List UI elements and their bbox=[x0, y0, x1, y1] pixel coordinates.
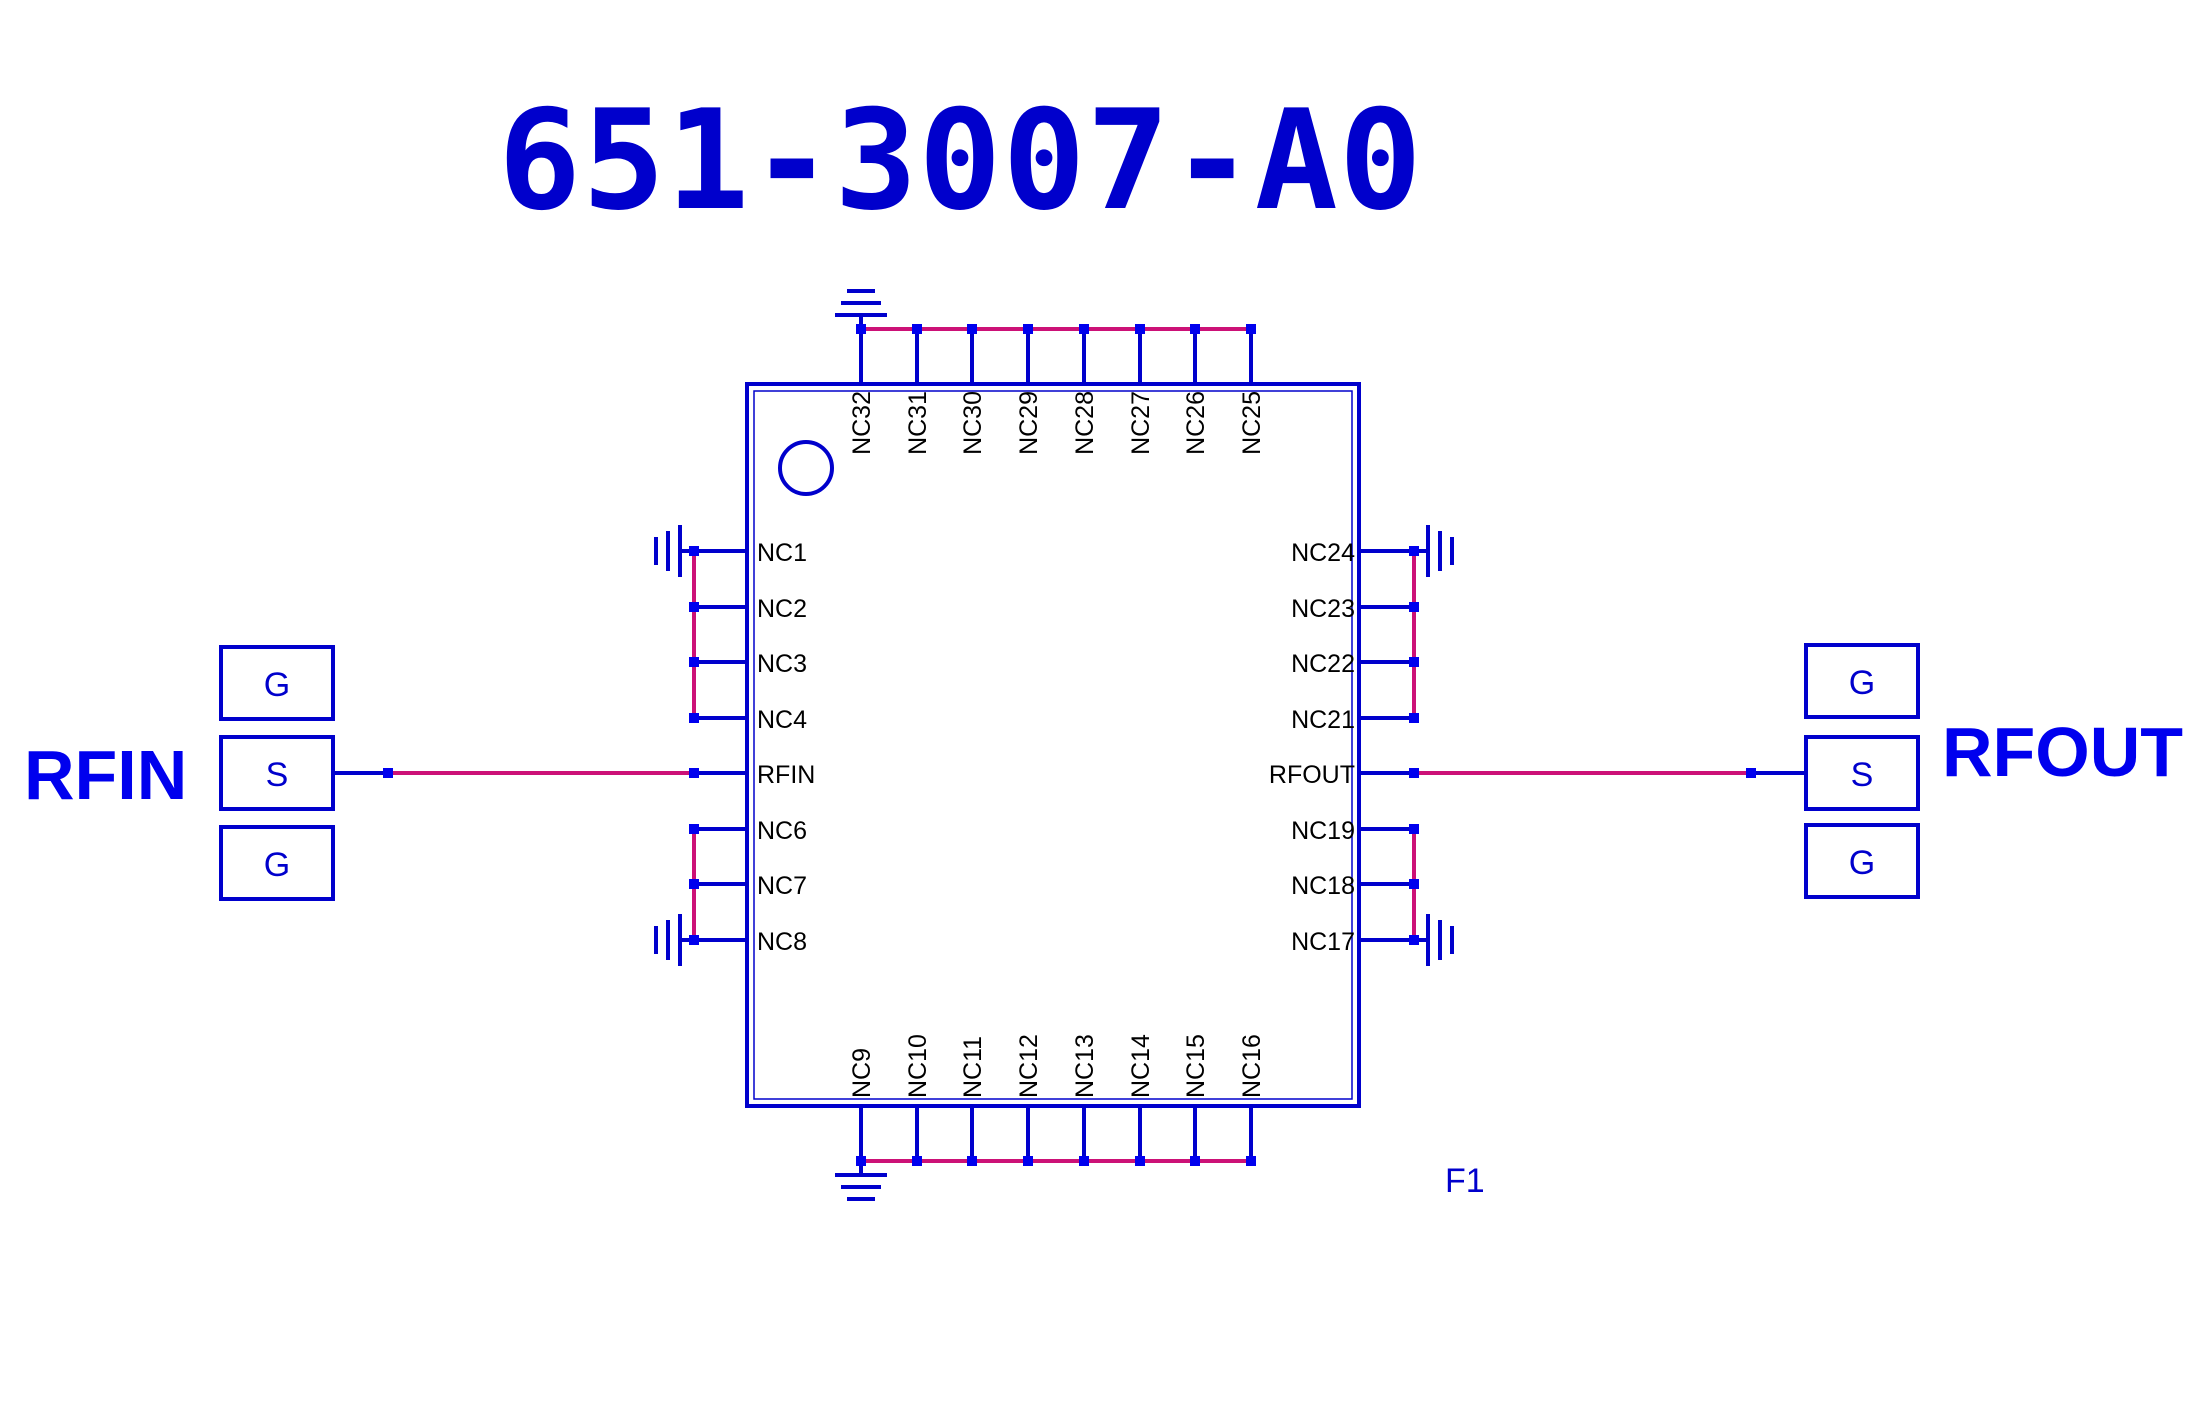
bottom-pin-label-nc14: NC14 bbox=[1127, 1034, 1155, 1098]
rfin-pad-label-2: G bbox=[264, 846, 290, 884]
rfout-pad-label-1: S bbox=[1851, 756, 1874, 794]
right-pin-node bbox=[1409, 879, 1419, 889]
pin1-marker bbox=[778, 440, 834, 496]
bottom-pin-label-nc11: NC11 bbox=[959, 1036, 987, 1098]
top-pin-node bbox=[967, 324, 977, 334]
reference-designator: F1 bbox=[1445, 1162, 1485, 1200]
left-pin-label-nc7: NC7 bbox=[757, 872, 807, 900]
ground-symbol-bottom bbox=[835, 1161, 887, 1201]
top-pin-label-nc29: NC29 bbox=[1015, 391, 1043, 455]
rfout-pad-label-2: G bbox=[1849, 844, 1875, 882]
right-pin-label-nc22: NC22 bbox=[1291, 650, 1355, 678]
top-pin-node bbox=[1246, 324, 1256, 334]
rfin-pad-label-1: S bbox=[266, 756, 289, 794]
right-pin-label-nc17: NC17 bbox=[1291, 928, 1355, 956]
left-pin-label-rfin: RFIN bbox=[757, 761, 815, 789]
rfout-pad-label-0: G bbox=[1849, 664, 1875, 702]
left-pin-node bbox=[689, 657, 699, 667]
right-pin-node bbox=[1409, 935, 1419, 945]
right-pin-node bbox=[1409, 713, 1419, 723]
left-pin-label-nc8: NC8 bbox=[757, 928, 807, 956]
left-pin-node bbox=[689, 546, 699, 556]
top-pin-label-nc30: NC30 bbox=[959, 391, 987, 455]
right-pin-label-nc23: NC23 bbox=[1291, 595, 1355, 623]
top-pin-node bbox=[912, 324, 922, 334]
left-pin-label-nc1: NC1 bbox=[757, 539, 807, 567]
bottom-pin-node bbox=[1246, 1156, 1256, 1166]
bottom-pin-node bbox=[967, 1156, 977, 1166]
top-pin-label-nc31: NC31 bbox=[904, 391, 932, 455]
rfin-port-label: RFIN bbox=[24, 736, 188, 814]
left-pin-node bbox=[689, 602, 699, 612]
right-pin-label-rfout: RFOUT bbox=[1269, 761, 1355, 789]
rfout-port-node bbox=[1746, 768, 1756, 778]
right-pin-node bbox=[1409, 824, 1419, 834]
bottom-pin-label-nc15: NC15 bbox=[1182, 1034, 1210, 1098]
ground-symbol-left-lower bbox=[654, 914, 694, 966]
bottom-pin-label-nc13: NC13 bbox=[1071, 1034, 1099, 1098]
right-pin-label-nc18: NC18 bbox=[1291, 872, 1355, 900]
top-pin-node bbox=[1079, 324, 1089, 334]
wires-layer bbox=[388, 327, 1751, 1163]
left-pin-node bbox=[689, 935, 699, 945]
bottom-pin-node bbox=[1079, 1156, 1089, 1166]
chip-body-inner-outline bbox=[753, 390, 1353, 1100]
bottom-pin-node bbox=[1135, 1156, 1145, 1166]
right-pin-node bbox=[1409, 602, 1419, 612]
rfin-pad-label-0: G bbox=[264, 666, 290, 704]
top-pin-node bbox=[856, 324, 866, 334]
part-number-title: 651-3007-A0 bbox=[498, 80, 1423, 241]
left-pin-label-nc2: NC2 bbox=[757, 595, 807, 623]
component-layer bbox=[219, 289, 1920, 1201]
ground-symbol-right-lower bbox=[1414, 914, 1454, 966]
top-pin-label-nc26: NC26 bbox=[1182, 391, 1210, 455]
top-pin-label-nc25: NC25 bbox=[1238, 391, 1266, 455]
nodes-layer bbox=[383, 324, 1756, 1166]
text-layer: NC1NC2NC3NC4RFINNC6NC7NC8NC24NC23NC22NC2… bbox=[264, 391, 1875, 1200]
left-pin-node bbox=[689, 824, 699, 834]
bottom-pin-label-nc16: NC16 bbox=[1238, 1034, 1266, 1098]
top-pin-label-nc32: NC32 bbox=[848, 391, 876, 455]
left-pin-label-nc4: NC4 bbox=[757, 706, 807, 734]
top-pin-label-nc27: NC27 bbox=[1127, 391, 1155, 455]
bottom-pin-label-nc10: NC10 bbox=[904, 1034, 932, 1098]
rfin-pad-2 bbox=[219, 825, 335, 901]
ground-symbol-right-upper bbox=[1414, 525, 1454, 577]
top-pin-node bbox=[1190, 324, 1200, 334]
right-pin-node bbox=[1409, 768, 1419, 778]
ground-symbol-top bbox=[835, 289, 887, 329]
rfin-pad-0 bbox=[219, 645, 335, 721]
bottom-pin-label-nc12: NC12 bbox=[1015, 1034, 1043, 1098]
left-pin-label-nc3: NC3 bbox=[757, 650, 807, 678]
rfout-pad-0 bbox=[1804, 643, 1920, 719]
bottom-pin-node bbox=[1190, 1156, 1200, 1166]
bottom-pin-node bbox=[856, 1156, 866, 1166]
top-pin-node bbox=[1135, 324, 1145, 334]
rfin-port-node bbox=[383, 768, 393, 778]
right-pin-label-nc19: NC19 bbox=[1291, 817, 1355, 845]
left-pin-label-nc6: NC6 bbox=[757, 817, 807, 845]
chip-body-outline bbox=[745, 382, 1361, 1108]
right-pin-node bbox=[1409, 657, 1419, 667]
bottom-pin-node bbox=[912, 1156, 922, 1166]
left-pin-node bbox=[689, 713, 699, 723]
rfout-port-label: RFOUT bbox=[1942, 713, 2184, 791]
right-pin-label-nc21: NC21 bbox=[1291, 706, 1355, 734]
top-pin-node bbox=[1023, 324, 1033, 334]
right-pin-node bbox=[1409, 546, 1419, 556]
right-pin-label-nc24: NC24 bbox=[1291, 539, 1355, 567]
top-pin-label-nc28: NC28 bbox=[1071, 391, 1099, 455]
ground-symbol-left-upper bbox=[654, 525, 694, 577]
left-pin-node bbox=[689, 879, 699, 889]
left-pin-node bbox=[689, 768, 699, 778]
bottom-pin-node bbox=[1023, 1156, 1033, 1166]
rfout-pad-2 bbox=[1804, 823, 1920, 899]
bottom-pin-label-nc9: NC9 bbox=[848, 1048, 876, 1098]
